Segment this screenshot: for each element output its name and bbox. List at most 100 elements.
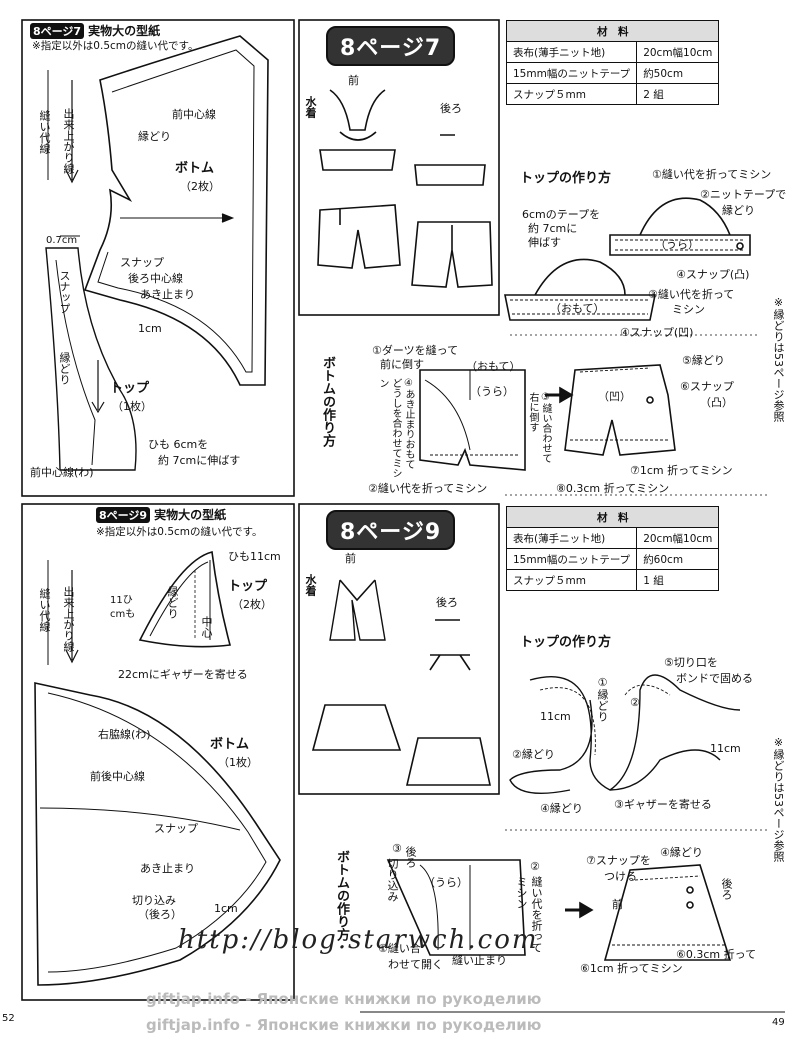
p7-top-qty: （1枚） [112, 400, 152, 413]
p9-bot-step-2a: ② [530, 860, 540, 873]
watermark-line-2: giftjap.info - Японские книжки по рукоде… [146, 1016, 542, 1034]
p9-snap-label: スナップ [154, 822, 198, 835]
url-watermark: http://blog.starwch.com [178, 925, 539, 955]
p9-materials-header: 材 料 [505, 506, 720, 528]
p7-bot-step-8: ⑧0.3cm 折ってミシン [556, 482, 670, 495]
p9-pattern-note: ※指定以外は0.5cmの縫い代です。 [96, 526, 263, 538]
p7-top-ura: （うら） [655, 238, 699, 251]
p7-front-center-label: 前中心線 [172, 108, 216, 121]
p9-top-step-5a: ⑤切り口を [664, 656, 718, 669]
p9-back-bottom [405, 737, 491, 786]
p7-bot-step-1b: 前に倒す [380, 358, 424, 371]
p7-bot-step-7: ⑦1cm 折ってミシン [630, 464, 733, 477]
p9-center-label: 中心 [200, 616, 213, 638]
table-cell: 表布(薄手ニット地) [505, 527, 638, 549]
p9-materials-table: 材 料 表布(薄手ニット地)20cm幅10cm 15mm幅のニットテープ約60c… [505, 506, 720, 591]
p9-slit-label-2: （後ろ） [138, 908, 182, 921]
p7-top-step-4b: ④スナップ(凹) [620, 326, 694, 339]
p7-top-pattern [45, 247, 137, 471]
p7-string-label-2: 約 7cmに伸ばす [158, 454, 241, 467]
p9-bot-front: 前 [612, 898, 623, 911]
table-cell: スナップ５mm [505, 83, 638, 105]
p7-top-omote: （おもて） [550, 302, 605, 315]
p7-bot-step-5: ⑤縁どり [682, 354, 725, 367]
pattern-panel-7-frame [21, 19, 295, 497]
p9-pattern-badge: 8ページ9 [96, 507, 151, 523]
p9-bot-step-7b: つける [604, 870, 637, 883]
p7-materials-table: 材 料 表布(薄手ニット地)20cm幅10cm 15mm幅のニットテープ約50c… [505, 20, 720, 105]
p7-bottom-step-right [564, 364, 676, 456]
p7-07-label: 0.7cm [46, 235, 78, 246]
p9-1cm-label: 1cm [214, 902, 238, 915]
pattern-panel-9-frame [21, 503, 295, 1001]
p7-bot-omote: （おもて） [466, 360, 521, 373]
p9-bottom-howto-title: ボトムの作り方 [334, 850, 349, 941]
p7-snap-label: スナップ [120, 256, 164, 269]
p7-top-tape-2: 約 7cmに [528, 222, 578, 235]
p9-top-step-2b: ②縁どり [512, 748, 555, 761]
table-cell: 約60cm [636, 548, 720, 570]
p7-bottom-step-left [419, 369, 526, 471]
p7-top-step-4a: ④スナップ(凸) [676, 268, 750, 281]
p9-top-step-1: ①縁どり [596, 676, 609, 722]
table-cell: 約50cm [636, 62, 720, 84]
p7-bot-step-4: ④あき止まりおもてどうしを合わせてミシン [377, 378, 414, 478]
p7-back-top [414, 134, 486, 186]
p7-top-step-3b: ミシン [672, 303, 705, 316]
p7-back-label: 後ろ [440, 102, 462, 115]
p9-bot-step-4: ④縁どり [660, 846, 703, 859]
table-cell: 20cm幅10cm [636, 41, 720, 63]
p7-front-label: 前 [348, 74, 359, 87]
p7-top-step-1: ①縫い代を折ってミシン [652, 168, 772, 181]
p7-bot-step-3: ③縫い合わせて右に倒す [527, 392, 551, 463]
p7-bottom-label: ボトム [175, 161, 215, 176]
p9-top-step [509, 674, 741, 795]
p9-bot-step-7a: ⑦スナップを [586, 854, 651, 867]
p7-pattern-note: ※指定以外は0.5cmの縫い代です。 [32, 40, 199, 52]
p7-finish-label: 出来上がり線 [62, 108, 75, 174]
p9-front-top [329, 579, 386, 641]
table-cell: 2 組 [636, 83, 720, 105]
p9-string11b-label: 11ひ [110, 595, 133, 606]
p7-pattern-badge: 8ページ7 [30, 23, 85, 39]
p7-top-tape-3: 伸ばす [528, 236, 561, 249]
p9-gather-label: 22cmにギャザーを寄せる [118, 668, 248, 681]
p9-top-step-2: ② [630, 696, 640, 709]
p7-binding2-label: 縁どり [58, 352, 71, 385]
page-number-right: 49 [772, 1017, 785, 1028]
p9-top-pattern [138, 551, 232, 648]
p9-back-label: 後ろ [436, 596, 458, 609]
p9-bot-step-2c: ミシン [515, 876, 528, 909]
p9-back-top [429, 619, 471, 671]
p9-bot-ura: （うら） [424, 876, 468, 889]
p9-top-step-4: ④縁どり [540, 802, 583, 815]
p9-bot-step-6b: ⑥1cm 折ってミシン [580, 962, 683, 975]
p9-top-step-3: ③ギャザーを寄せる [614, 798, 712, 811]
p9-title: 8ページ9 [326, 510, 456, 550]
p9-front-bottom [311, 704, 402, 751]
table-row: 表布(薄手ニット地)20cm幅10cm [505, 527, 720, 549]
p9-sewline-label: 縫い代線 [38, 588, 51, 632]
p9-bot-step-3b: 切り込み [386, 858, 399, 902]
p7-top-howto-title: トップの作り方 [520, 171, 612, 186]
table-cell: 15mm幅のニットテープ [505, 62, 638, 84]
p9-fb-center-label: 前後中心線 [90, 770, 145, 783]
p7-string-label-1: ひも 6cmを [148, 438, 209, 451]
p7-top-tape-1: 6cmのテープを [522, 208, 601, 221]
p9-pattern-title: 実物大の型紙 [154, 508, 227, 522]
p9-opening-label: あき止まり [140, 862, 195, 875]
p7-bot-step-6a: ⑥スナップ [680, 380, 734, 393]
p9-top-step-5b: ボンドで固める [676, 672, 753, 685]
p7-bottom-howto-title: ボトムの作り方 [320, 356, 335, 447]
p7-side-note: ※縁どりは53ページ参照 [772, 296, 785, 422]
table-cell: 20cm幅10cm [636, 527, 720, 549]
model-panel-9-frame [298, 503, 500, 795]
p9-finish-label: 出来上がり線 [62, 586, 75, 652]
p7-back-bottom [411, 221, 493, 288]
p7-swimsuit-label: 水着 [304, 96, 317, 118]
p9-bot-step-1b: わせて開く [388, 958, 443, 971]
p7-opening-label: あき止まり [140, 288, 195, 301]
p9-bot-step-1a: ①縫い合 [378, 942, 421, 955]
